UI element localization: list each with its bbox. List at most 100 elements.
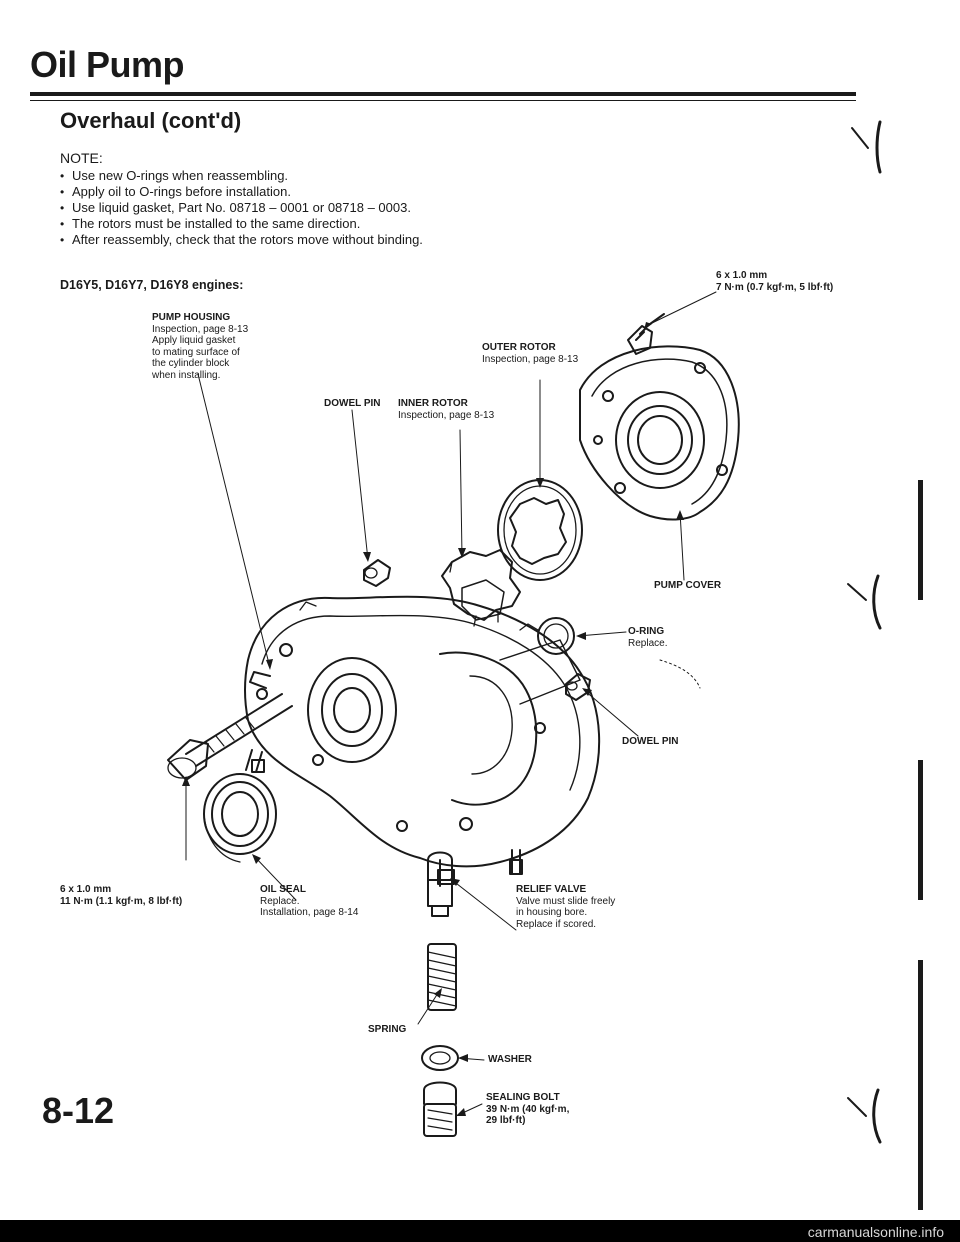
pump-housing-line: Inspection, page 8-13 (152, 323, 249, 335)
note-text: Use liquid gasket, Part No. 08718 – 0001… (72, 200, 411, 215)
cover-bolt-size: 6 x 1.0 mm (716, 270, 768, 281)
pump-cover-drawing (579, 345, 740, 521)
callout-oil-seal: OIL SEAL Replace. Installation, page 8-1… (260, 884, 420, 919)
leader-oil-seal (253, 855, 297, 901)
leader-pump-cover (679, 511, 685, 581)
callout-o-ring: O-RING Replace. (628, 626, 667, 649)
leader-relief-valve (451, 879, 517, 931)
pump-housing-line: the cylinder block (152, 358, 230, 369)
section-title: Overhaul (cont'd) (60, 108, 242, 133)
leader-dowel-top (351, 409, 369, 561)
leader-arrowheads (182, 322, 684, 1116)
leader-lines (185, 291, 717, 1117)
note-text: The rotors must be installed to the same… (72, 216, 361, 231)
oil-seal-drawing (203, 773, 277, 863)
pump-cover-label: PUMP COVER (654, 580, 722, 591)
sealing-bolt-label: SEALING BOLT (486, 1092, 560, 1103)
leader-cover-bolt (649, 291, 717, 325)
inner-rotor-label: INNER ROTOR (398, 398, 468, 409)
corner-mark (851, 127, 869, 149)
corner-mark (872, 1088, 882, 1144)
note-item: Apply oil to O-rings before installation… (60, 184, 423, 200)
relief-valve-line: in housing bore. (516, 907, 588, 918)
o-ring-drawing (537, 617, 575, 655)
note-item: After reassembly, check that the rotors … (60, 232, 423, 248)
relief-valve-line: Replace if scored. (516, 918, 597, 930)
sealing-bolt-torque: 39 N·m (40 kgf·m, (486, 1103, 570, 1115)
note-label: NOTE: (60, 150, 103, 166)
washer-drawing (421, 1045, 459, 1071)
cover-bolt-torque: 7 N·m (0.7 kgf·m, 5 lbf·ft) (716, 281, 834, 293)
note-text: After reassembly, check that the rotors … (72, 232, 423, 247)
housing-bolt-size: 6 x 1.0 mm (60, 884, 112, 895)
inner-rotor-line: Inspection, page 8-13 (398, 409, 495, 421)
callout-pump-housing: PUMP HOUSING Inspection, page 8-13 Apply… (152, 312, 282, 381)
bottom-bar (0, 1220, 960, 1242)
pump-housing-line: to mating surface of (152, 346, 240, 358)
oil-seal-line: Installation, page 8-14 (260, 907, 359, 918)
note-list: Use new O-rings when reassembling. Apply… (60, 168, 423, 248)
outer-rotor-drawing (497, 479, 583, 581)
outer-rotor-label: OUTER ROTOR (482, 342, 556, 353)
o-ring-line: Replace. (628, 637, 668, 649)
callout-housing-bolt: 6 x 1.0 mm 11 N·m (1.1 kgf·m, 8 lbf·ft) (60, 884, 260, 907)
washer-label: WASHER (488, 1054, 532, 1065)
leader-inner-rotor (459, 429, 463, 557)
dowel-pin-top-label: DOWEL PIN (324, 398, 381, 409)
relief-valve-drawing (427, 851, 453, 917)
inner-rotor-drawing (441, 549, 521, 627)
page-number: 8-12 (42, 1090, 115, 1131)
oil-seal-line: Replace. (260, 895, 300, 907)
note-item: The rotors must be installed to the same… (60, 216, 423, 232)
spring-drawing (427, 943, 457, 1011)
callout-dowel-pin-top: DOWEL PIN (324, 398, 380, 410)
callout-washer: WASHER (488, 1054, 532, 1066)
housing-bolt-drawing (167, 693, 293, 781)
relief-valve-label: RELIEF VALVE (516, 884, 587, 895)
leader-pump-housing (197, 373, 271, 669)
callout-inner-rotor: INNER ROTOR Inspection, page 8-13 (398, 398, 548, 421)
corner-mark (847, 583, 867, 601)
callout-outer-rotor: OUTER ROTOR Inspection, page 8-13 (482, 342, 632, 365)
note-text: Apply oil to O-rings before installation… (72, 184, 291, 199)
callout-sealing-bolt: SEALING BOLT 39 N·m (40 kgf·m, 29 lbf·ft… (486, 1092, 646, 1127)
note-item: Use new O-rings when reassembling. (60, 168, 423, 184)
callout-spring: SPRING (368, 1024, 406, 1036)
callout-relief-valve: RELIEF VALVE Valve must slide freely in … (516, 884, 696, 930)
dowel-pin-bottom-label: DOWEL PIN (622, 736, 679, 747)
relief-valve-line: Valve must slide freely (516, 895, 616, 907)
sealing-bolt-drawing (423, 1081, 457, 1137)
note-item: Use liquid gasket, Part No. 08718 – 0001… (60, 200, 423, 216)
sealing-bolt-torque: 29 lbf·ft) (486, 1115, 526, 1126)
pump-housing-line: when installing. (152, 369, 221, 381)
callout-pump-cover: PUMP COVER (654, 580, 721, 592)
corner-mark (875, 120, 882, 174)
leader-o-ring-dash (659, 659, 701, 689)
note-text: Use new O-rings when reassembling. (72, 168, 289, 183)
page-title: Oil Pump (30, 44, 185, 85)
callout-cover-bolt: 6 x 1.0 mm 7 N·m (0.7 kgf·m, 5 lbf·ft) (716, 270, 916, 293)
binder-rule (918, 480, 923, 600)
corner-mark (847, 1097, 867, 1117)
binder-rule (918, 760, 923, 900)
callout-dowel-pin-bottom: DOWEL PIN (622, 736, 678, 748)
housing-bolt-torque: 11 N·m (1.1 kgf·m, 8 lbf·ft) (60, 895, 183, 907)
spring-label: SPRING (368, 1024, 407, 1035)
dowel-pin-bottom-drawing (565, 673, 591, 701)
pump-housing-line: Apply liquid gasket (152, 335, 236, 346)
pump-housing-drawing (244, 595, 601, 887)
title-rule (30, 92, 856, 96)
engines-heading: D16Y5, D16Y7, D16Y8 engines: (60, 278, 244, 292)
binder-rule (918, 960, 923, 1210)
leader-dowel-bottom (583, 689, 639, 737)
leader-spring (417, 989, 441, 1025)
oil-seal-label: OIL SEAL (260, 884, 306, 895)
title-rule-thin (30, 100, 856, 101)
watermark-text: carmanualsonline.info (807, 1224, 944, 1240)
pump-housing-label: PUMP HOUSING (152, 312, 231, 323)
outer-rotor-line: Inspection, page 8-13 (482, 353, 579, 365)
corner-mark (872, 574, 882, 630)
dowel-pin-top-drawing (363, 559, 391, 587)
o-ring-label: O-RING (628, 626, 665, 637)
